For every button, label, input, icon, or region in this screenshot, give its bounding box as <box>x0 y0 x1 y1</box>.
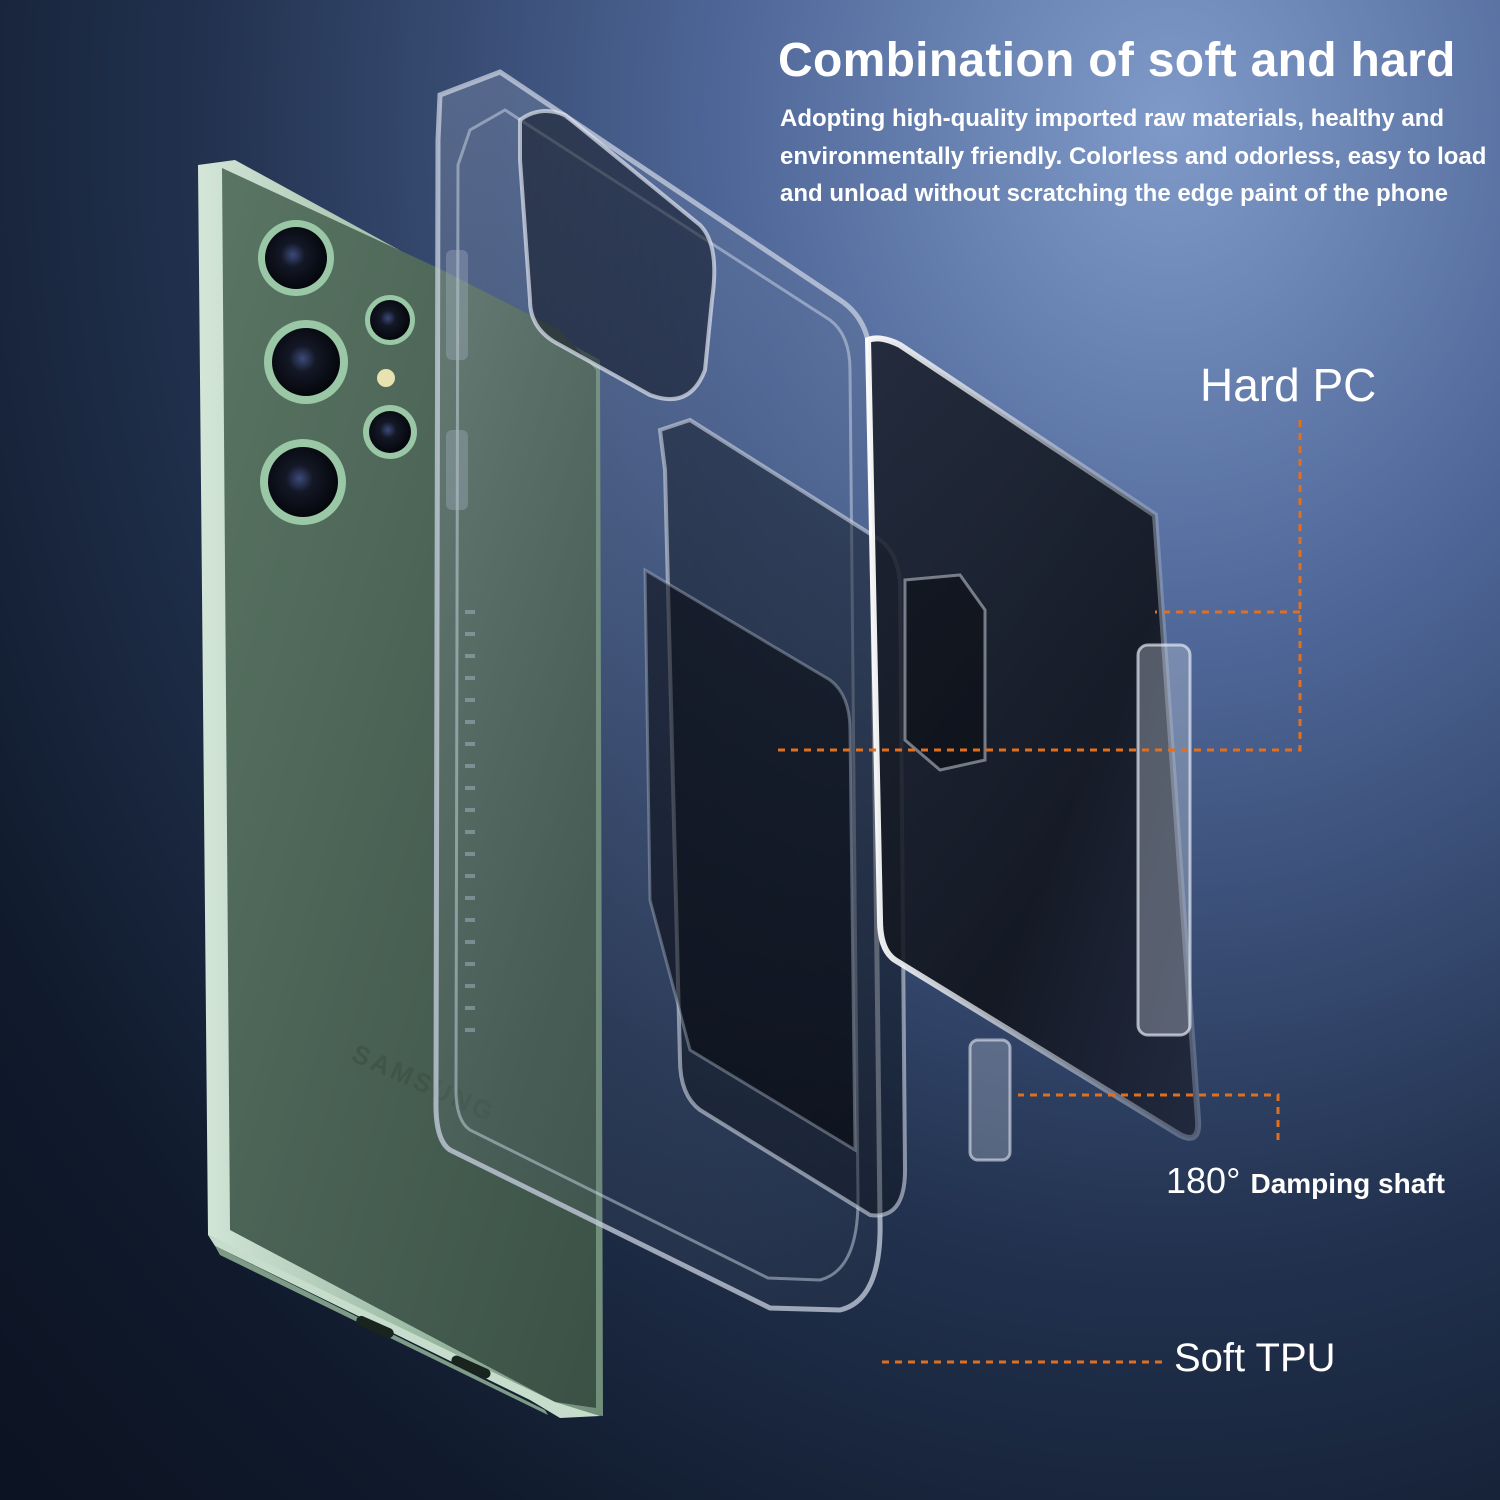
callout-soft-tpu: Soft TPU <box>1174 1336 1336 1380</box>
damping-label: Damping shaft <box>1250 1168 1445 1199</box>
camera-module <box>258 220 417 525</box>
hard-pc-panel <box>864 335 1202 1162</box>
speaker-slot <box>451 1355 491 1379</box>
damping-leader <box>1018 1093 1280 1140</box>
damping-angle: 180° <box>1166 1160 1241 1201</box>
description: Adopting high-quality imported raw mater… <box>780 105 1487 207</box>
flash-icon <box>377 369 395 387</box>
hard-pc-leader <box>775 420 1302 752</box>
port-slot <box>356 1315 394 1339</box>
callout-hard-pc: Hard PC <box>1200 359 1377 411</box>
callout-damping-shaft: 180° Damping shaft <box>1166 1160 1445 1202</box>
damping-shaft <box>1136 643 1192 1037</box>
leader-lines <box>775 420 1302 1364</box>
headline: Combination of soft and hard <box>778 34 1456 87</box>
